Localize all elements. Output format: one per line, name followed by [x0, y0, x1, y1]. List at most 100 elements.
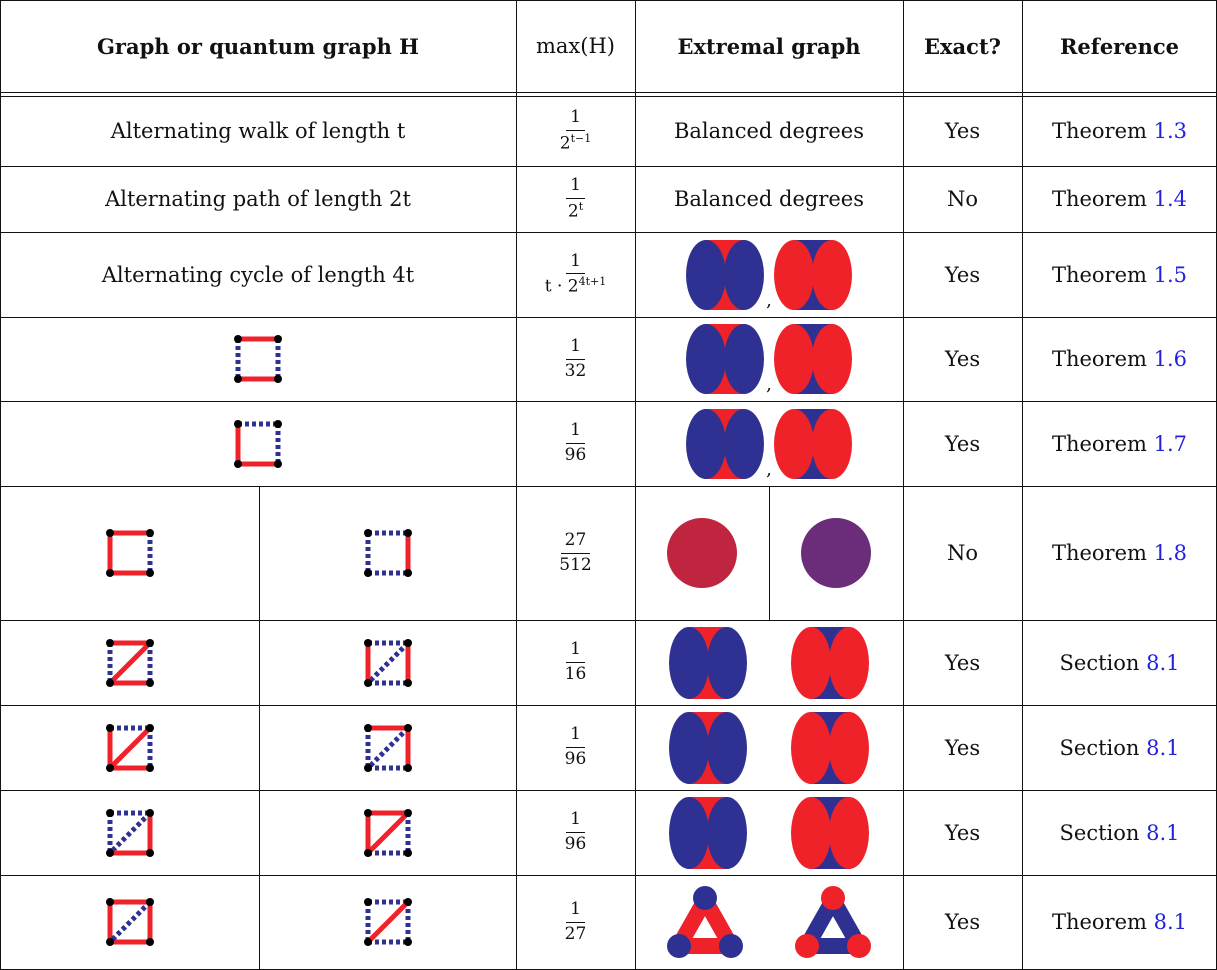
header-graph-text: Graph or quantum graph H	[96, 33, 420, 59]
blue-triangle-red-vertices-icon	[795, 886, 871, 958]
max-num: 1	[566, 640, 585, 663]
max-den-exp: t	[578, 199, 584, 213]
reference-cell: Theorem 1.5	[1022, 232, 1217, 317]
col-rule	[0, 0, 1, 970]
max-den: t · 24t+1	[541, 274, 611, 297]
extremal-cell: ,	[635, 401, 903, 486]
rule-header	[0, 92, 1217, 93]
square-red-diagonal-icon	[105, 638, 154, 687]
reference-link[interactable]: 1.8	[1153, 541, 1188, 565]
rule	[0, 401, 1217, 402]
square-blue-diagonal-icon	[363, 638, 412, 687]
header-exact-text: Exact?	[924, 33, 1001, 59]
reference-label: Section	[1059, 820, 1140, 845]
red-blue-red-bipartite-icon	[791, 626, 869, 699]
reference-cell: Theorem 1.8	[1022, 486, 1217, 620]
max-den: 96	[561, 833, 591, 855]
reference-link[interactable]: 8.1	[1146, 735, 1180, 760]
max-num: 1	[566, 899, 585, 923]
rule-top	[0, 0, 1217, 1]
exact-text: No	[946, 187, 979, 211]
col-rule	[1022, 0, 1023, 970]
reference-cell: Theorem 8.1	[1022, 875, 1217, 969]
graph-cell	[259, 486, 516, 620]
rule	[0, 232, 1217, 233]
exact-text: Yes	[944, 119, 981, 143]
reference-link[interactable]: 1.5	[1153, 262, 1188, 287]
exact-text: Yes	[944, 262, 981, 287]
max-num: 1	[566, 810, 585, 833]
max-den-base: 16	[564, 664, 587, 684]
header-exact: Exact?	[903, 0, 1022, 92]
extremal-cell	[635, 790, 903, 875]
red-blue-red-bipartite-icon	[773, 324, 852, 394]
max-den-exp: 4t+1	[578, 275, 607, 289]
exact-text: Yes	[944, 910, 981, 934]
graph-cell	[0, 620, 259, 705]
graph-text: Alternating walk of length t	[110, 119, 406, 143]
reference-label: Theorem	[1051, 910, 1147, 934]
reference-label: Theorem	[1051, 119, 1147, 143]
extremal-cell: ,	[635, 317, 903, 401]
reference-link[interactable]: 1.6	[1153, 347, 1188, 371]
square-red-top-left-diagonal-icon	[363, 808, 412, 857]
rule	[0, 790, 1217, 791]
square-mixed-edges-icon	[234, 419, 282, 468]
reference-label: Theorem	[1051, 431, 1147, 456]
reference-link[interactable]: 8.1	[1146, 820, 1180, 845]
max-num: 1	[566, 725, 585, 748]
exact-cell: No	[903, 486, 1022, 620]
max-num: 1	[566, 251, 585, 275]
col-rule	[903, 0, 904, 970]
exact-cell: Yes	[903, 620, 1022, 705]
rule	[0, 705, 1217, 706]
header-graph: Graph or quantum graph H	[0, 0, 516, 92]
blue-red-blue-bipartite-icon	[686, 239, 765, 310]
header-max: max(H)	[516, 0, 635, 92]
crimson-disc-icon	[667, 518, 737, 588]
comma-separator: ,	[766, 290, 772, 311]
max-den: 512	[555, 554, 595, 576]
blue-red-blue-bipartite-icon	[669, 796, 747, 869]
max-den-base: 2	[567, 201, 579, 222]
exact-cell: Yes	[903, 232, 1022, 317]
max-num: 1	[566, 176, 585, 199]
exact-cell: Yes	[903, 401, 1022, 486]
reference-link[interactable]: 8.1	[1146, 650, 1180, 675]
graph-text: Alternating path of length 2t	[105, 187, 411, 211]
rule	[0, 486, 1217, 487]
reference-link[interactable]: 8.1	[1153, 910, 1188, 934]
max-den-base: 2	[559, 133, 571, 154]
purple-disc-icon	[801, 518, 871, 588]
red-blue-red-bipartite-icon	[791, 711, 869, 784]
header-extremal: Extremal graph	[635, 0, 903, 92]
max-num: 1	[566, 336, 585, 360]
reference-link[interactable]: 1.3	[1153, 119, 1188, 143]
graph-cell: Alternating cycle of length 4t	[0, 232, 516, 317]
graph-cell	[0, 401, 516, 486]
graph-cell	[0, 875, 259, 969]
exact-cell: Yes	[903, 875, 1022, 969]
exact-cell: Yes	[903, 317, 1022, 401]
reference-link[interactable]: 1.4	[1153, 187, 1188, 211]
exact-cell: Yes	[903, 790, 1022, 875]
square-red-horizontal-blue-vertical-icon	[234, 335, 282, 383]
square-blue-red-diagonal-icon	[363, 898, 412, 946]
max-den: 2t	[564, 199, 587, 222]
rule	[0, 166, 1217, 167]
max-den: 16	[561, 663, 591, 685]
red-blue-red-bipartite-icon	[791, 796, 869, 869]
rule	[0, 875, 1217, 876]
reference-link[interactable]: 1.7	[1153, 431, 1188, 456]
exact-text: Yes	[944, 820, 981, 845]
exact-cell: Yes	[903, 96, 1022, 166]
